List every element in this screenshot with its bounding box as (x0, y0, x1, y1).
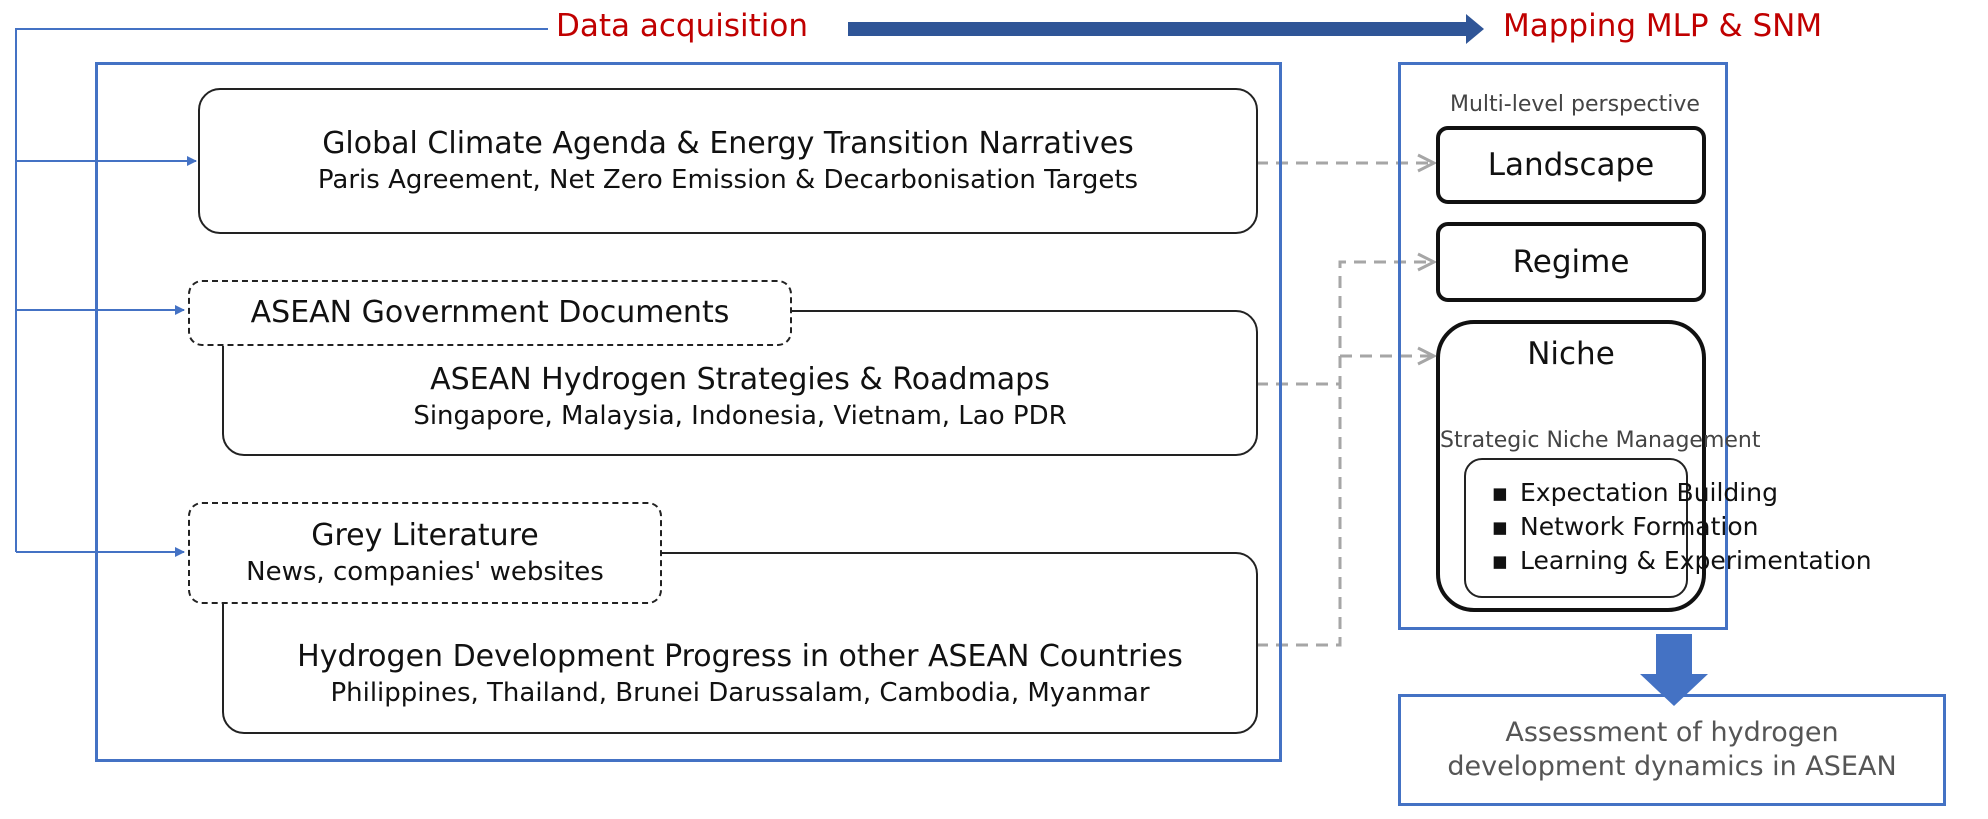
global-agenda-subtitle: Paris Agreement, Net Zero Emission & Dec… (317, 165, 1139, 195)
other-asean-progress-title: Hydrogen Development Progress in other A… (297, 639, 1183, 674)
smn-item-network: Network Formation (1486, 510, 1759, 544)
grey-literature-label: Grey Literature (311, 518, 539, 553)
national-docs-dashed-arrows (1256, 262, 1434, 647)
smn-list: Expectation Building Network Formation L… (1486, 476, 1872, 578)
global-agenda-title: Global Climate Agenda & Energy Transitio… (322, 126, 1134, 161)
niche-level: Niche Strategic Niche Management Expecta… (1436, 320, 1872, 612)
other-asean-progress-countries: Philippines, Thailand, Brunei Darussalam… (330, 678, 1150, 708)
regime-label: Regime (1512, 244, 1630, 280)
mapping-heading: Mapping MLP & SNM (1503, 8, 1823, 44)
mlp-caption: Multi-level perspective (1450, 92, 1700, 117)
grey-literature-tag: Grey Literature News, companies' website… (188, 502, 662, 604)
data-acquisition-heading: Data acquisition (556, 8, 808, 44)
asean-government-documents-label: ASEAN Government Documents (250, 295, 730, 330)
data-sources-frame (95, 62, 1282, 762)
global-agenda-box: Global Climate Agenda & Energy Transitio… (198, 88, 1258, 234)
mapping-to-assessment-arrow (1640, 634, 1708, 706)
niche-label: Niche (1527, 336, 1615, 372)
grey-literature-sublabel: News, companies' websites (246, 557, 604, 587)
landscape-label: Landscape (1487, 147, 1655, 183)
smn-item-expectation: Expectation Building (1486, 476, 1778, 510)
assessment-outcome-box: Assessment of hydrogen development dynam… (1398, 694, 1946, 806)
smn-list-box: Expectation Building Network Formation L… (1464, 458, 1872, 598)
acquisition-feed-connector (15, 28, 548, 557)
landscape-level: Landscape (1436, 126, 1706, 204)
mlp-frame (1398, 62, 1728, 630)
asean-government-documents-tag: ASEAN Government Documents (188, 280, 792, 346)
smn-item-learning: Learning & Experimentation (1486, 544, 1872, 578)
asean-strategies-countries: Singapore, Malaysia, Indonesia, Vietnam,… (413, 401, 1067, 431)
assessment-line-2: development dynamics in ASEAN (1447, 751, 1897, 782)
smn-caption: Strategic Niche Management (1440, 428, 1761, 453)
assessment-line-1: Assessment of hydrogen (1505, 717, 1839, 748)
acquisition-to-mapping-arrow (848, 14, 1484, 44)
asean-strategies-title: ASEAN Hydrogen Strategies & Roadmaps (430, 362, 1050, 397)
regime-level: Regime (1436, 222, 1706, 302)
